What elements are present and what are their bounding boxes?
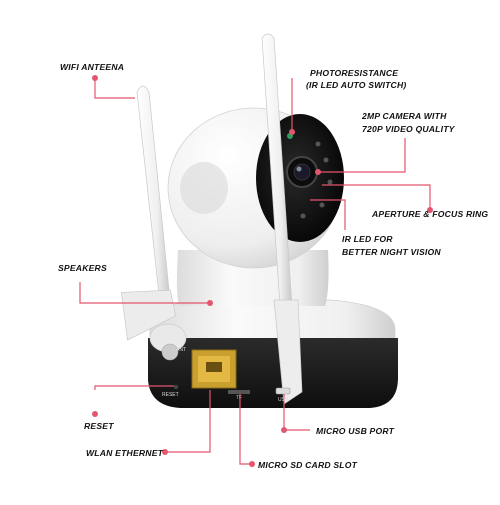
ir-led-label-line1: IR LED FOR — [342, 234, 393, 244]
usb-callout-dot — [281, 427, 287, 433]
usb-port — [275, 387, 291, 395]
photoresistance-label-line1: PHOTORESISTANCE — [310, 68, 399, 78]
usb-mark: USB — [278, 397, 289, 403]
ethernet-port — [191, 349, 237, 389]
reset-label: RESET — [84, 421, 114, 431]
photoresistance-label-line2: (IR LED AUTO SWITCH) — [306, 80, 407, 90]
camera-label-line2: 720P VIDEO QUALITY — [362, 124, 455, 134]
ant-mark: ANT — [176, 347, 186, 353]
speakers-callout-line — [79, 282, 210, 304]
wifi-callout-line — [94, 78, 135, 99]
tf-mark: TF — [236, 395, 243, 401]
ethernet-callout-line — [165, 390, 211, 453]
aperture-label: APERTURE & FOCUS RING — [372, 209, 489, 219]
camera-callout-line — [318, 138, 406, 173]
reset-callout-line — [94, 385, 174, 390]
camera-callout-dot — [315, 169, 321, 175]
camera-label-line1: 2MP CAMERA WITH — [362, 111, 447, 121]
aperture-callout-line — [322, 184, 431, 210]
ethernet-callout-dot — [162, 449, 168, 455]
sd-callout-dot — [249, 461, 255, 467]
wifi-callout-dot — [92, 75, 98, 81]
right-antenna — [261, 33, 303, 405]
speakers-callout-dot — [207, 300, 213, 306]
sd-slot — [228, 390, 250, 394]
photoresistance-callout-dot — [289, 129, 295, 135]
reset-callout-dot — [92, 411, 98, 417]
ir-led-label-line2: BETTER NIGHT VISION — [342, 247, 441, 257]
micro-usb-label: MICRO USB PORT — [316, 426, 395, 436]
wlan-ethernet-label: WLAN ETHERNET — [86, 448, 164, 458]
wifi-antenna-label: WIFI ANTEENA — [60, 62, 125, 72]
irled-callout-line — [310, 199, 346, 230]
micro-sd-label: MICRO SD CARD SLOT — [258, 460, 358, 470]
callout-lines — [79, 78, 431, 465]
sd-callout-line — [239, 394, 252, 465]
aperture-callout-dot — [427, 207, 433, 213]
speakers-label: SPEAKERS — [58, 263, 107, 273]
reset-mark: RESET — [162, 392, 179, 398]
